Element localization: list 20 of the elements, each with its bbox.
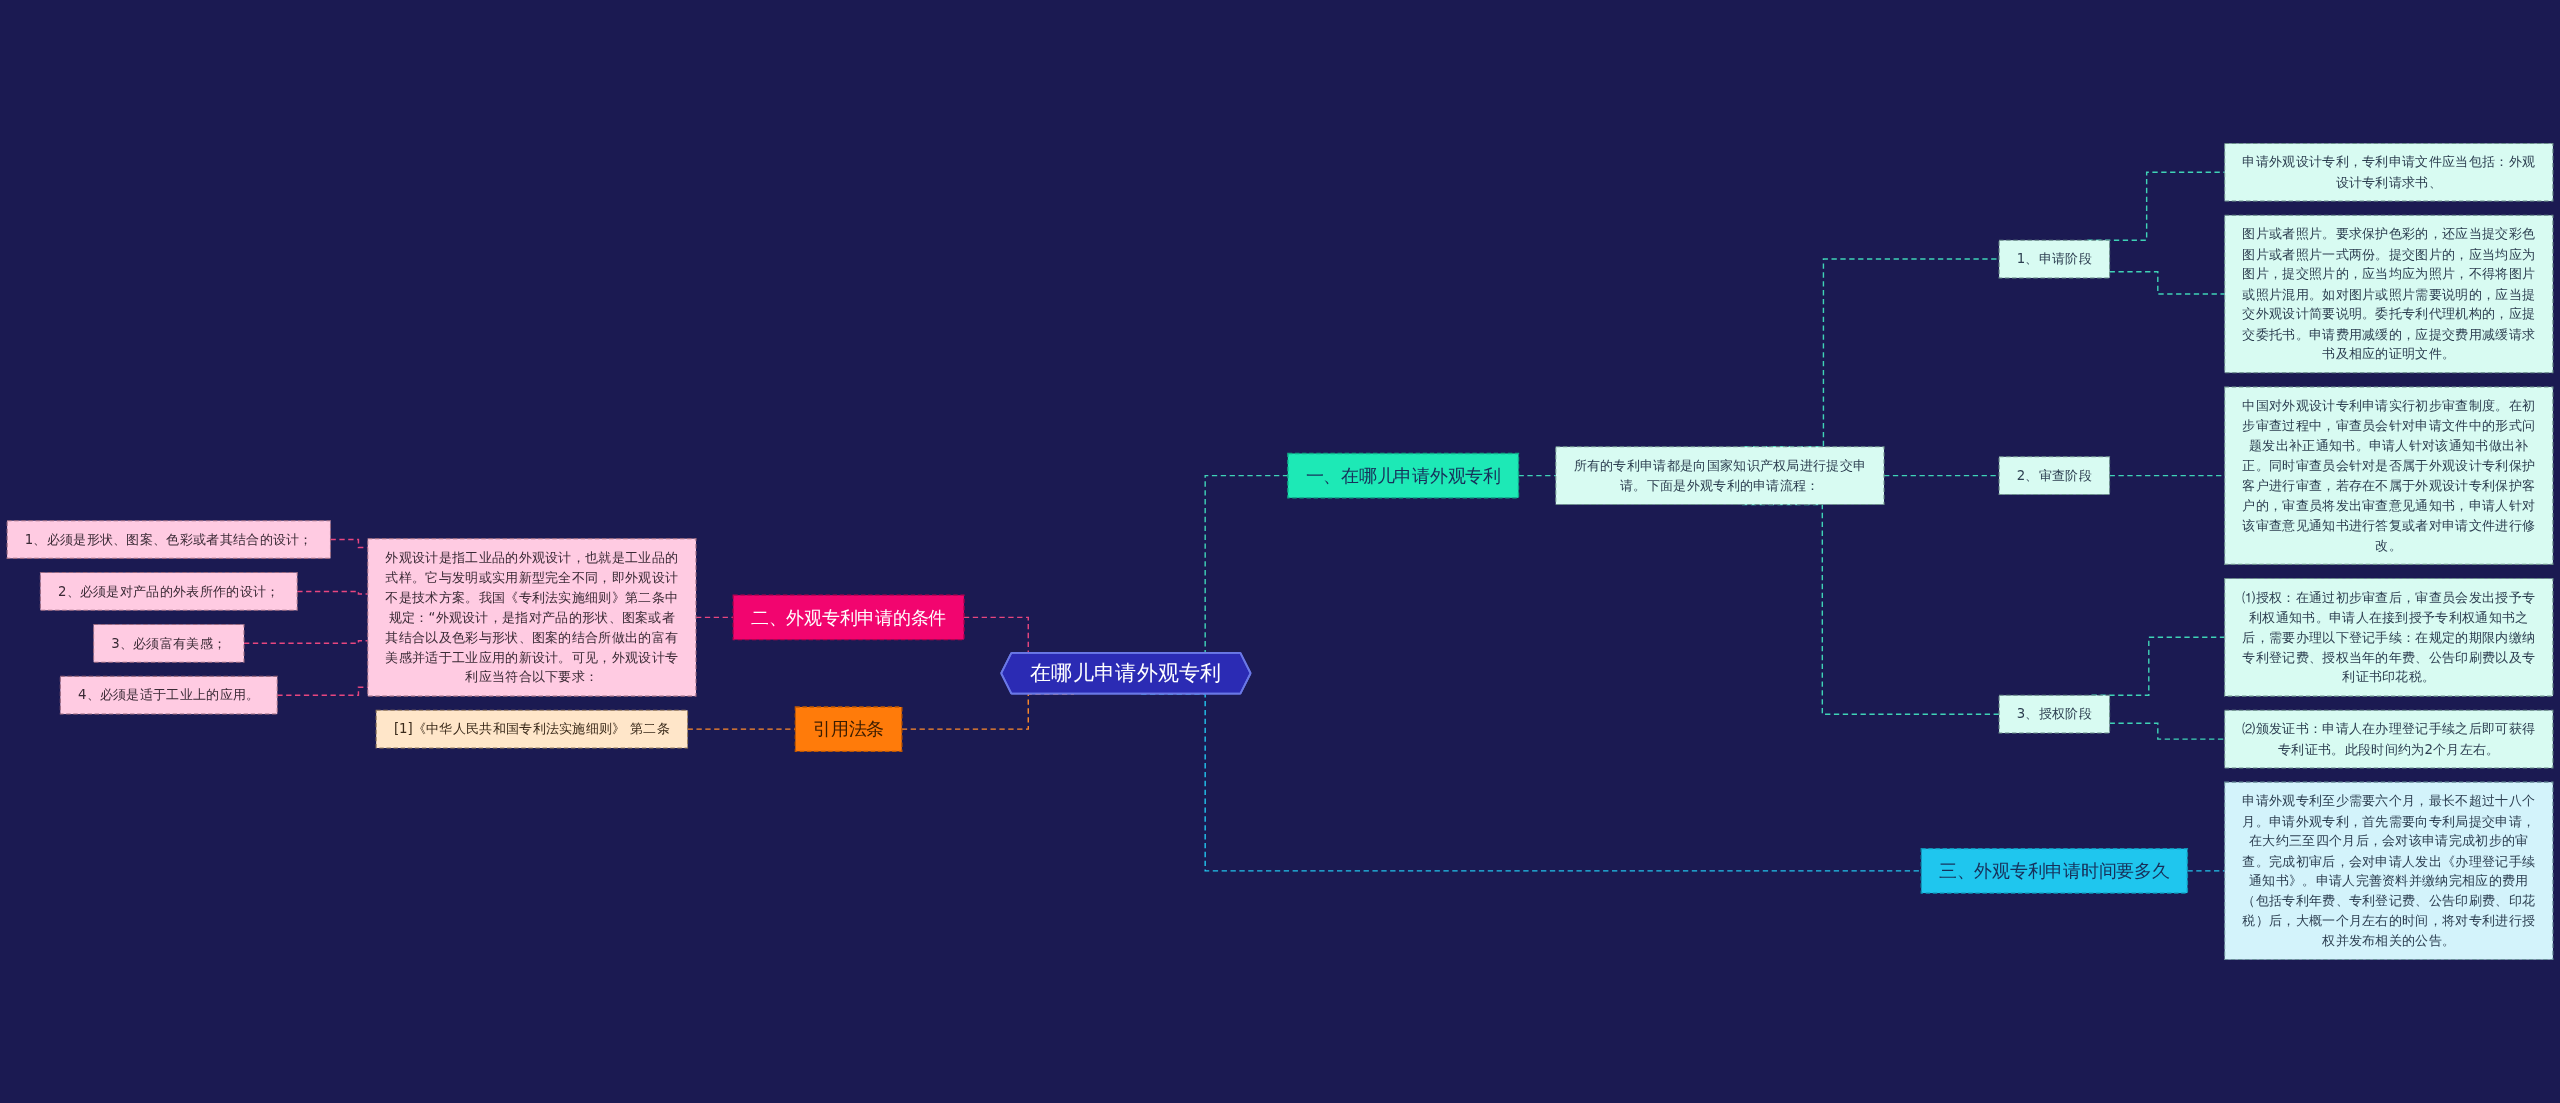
node-box: 所有的专利申请都是向国家知识产权局进行提交申请。下面是外观专利的申请流程： xyxy=(1555,446,1885,505)
node-box: 二、外观专利申请的条件 xyxy=(732,594,965,641)
node-box: 申请外观专利至少需要六个月，最长不超过十八个月。申请外观专利，首先需要向专利局提交申请，在大约三至四个月后，会对该申请完成初步的审查。完成初审后，会对申请人发出《办理登记手续通知书》。申请人完善资料并缴纳完相应的费用（包括专利年费、专利登记费、公告印刷费、印花税）后，大概一个月左右的时间，将对专利进行授权并发布相关的公告。 xyxy=(2224,781,2554,961)
node-box: 外观设计是指工业品的外观设计，也就是工业品的式样。它与发明或实用新型完全不同，即外观设计不是技术方案。我国《专利法实施细则》第二条中规定：“外观设计，是指对产品的形状、图案或者其结合以及色彩与形状、图案的结合所做出的富有美感并适于工业应用的新设计。可见，外观设计专利应当符合以下要求： xyxy=(367,538,697,697)
node-box: 一、在哪儿申请外观专利 xyxy=(1287,452,1520,499)
node-box: 1、必须是形状、图案、色彩或者其结合的设计； xyxy=(6,520,332,559)
node-box: 图片或者照片。要求保护色彩的，还应当提交彩色图片或者照片一式两份。提交图片的，应当均应为图片，提交照片的，应当均应为照片，不得将图片或照片混用。如对图片或照片需要说明的，应当提交外观设计简要说明。委托专利代理机构的，应提交委托书。申请费用减缓的，应提交费用减缓请求书及相应的证明文件。 xyxy=(2224,214,2554,374)
node-box: 2、审查阶段 xyxy=(1998,456,2111,496)
node-box: 3、必须富有美感； xyxy=(93,623,245,663)
node-box: 4、必须是适于工业上的应用。 xyxy=(59,675,278,715)
node-box: 引用法条 xyxy=(794,706,903,752)
node-box: 3、授权阶段 xyxy=(1998,694,2111,734)
node-box: 1、申请阶段 xyxy=(1998,239,2111,279)
node-box: [1]《中华人民共和国专利法实施细则》 第二条 xyxy=(375,709,689,749)
node-box: ⑵颁发证书：申请人在办理登记手续之后即可获得专利证书。此段时间约为2个月左右。 xyxy=(2224,709,2554,769)
node-box: 申请外观设计专利，专利申请文件应当包括：外观设计专利请求书、 xyxy=(2224,142,2554,202)
node-box: 三、外观专利申请时间要多久 xyxy=(1920,848,2189,894)
node-box: 2、必须是对产品的外表所作的设计； xyxy=(39,572,298,611)
node-box: ⑴授权：在通过初步审查后，审查员会发出授予专利权通知书。申请人在接到授予专利权通知书之后，需要办理以下登记手续：在规定的期限内缴纳专利登记费、授权当年的年费、公告印刷费以及专利证书印花税。 xyxy=(2224,578,2554,697)
node-box: 中国对外观设计专利申请实行初步审查制度。在初步审查过程中，审查员会针对申请文件中的形式问题发出补正通知书。申请人针对该通知书做出补正。同时审查员会针对是否属于外观设计专利保护客户进行审查，若存在不属于外观设计专利保护客户的，审查员将发出审查意见通知书，申请人针对该审查意见通知书进行答复或者对申请文件进行修改。 xyxy=(2224,386,2554,565)
